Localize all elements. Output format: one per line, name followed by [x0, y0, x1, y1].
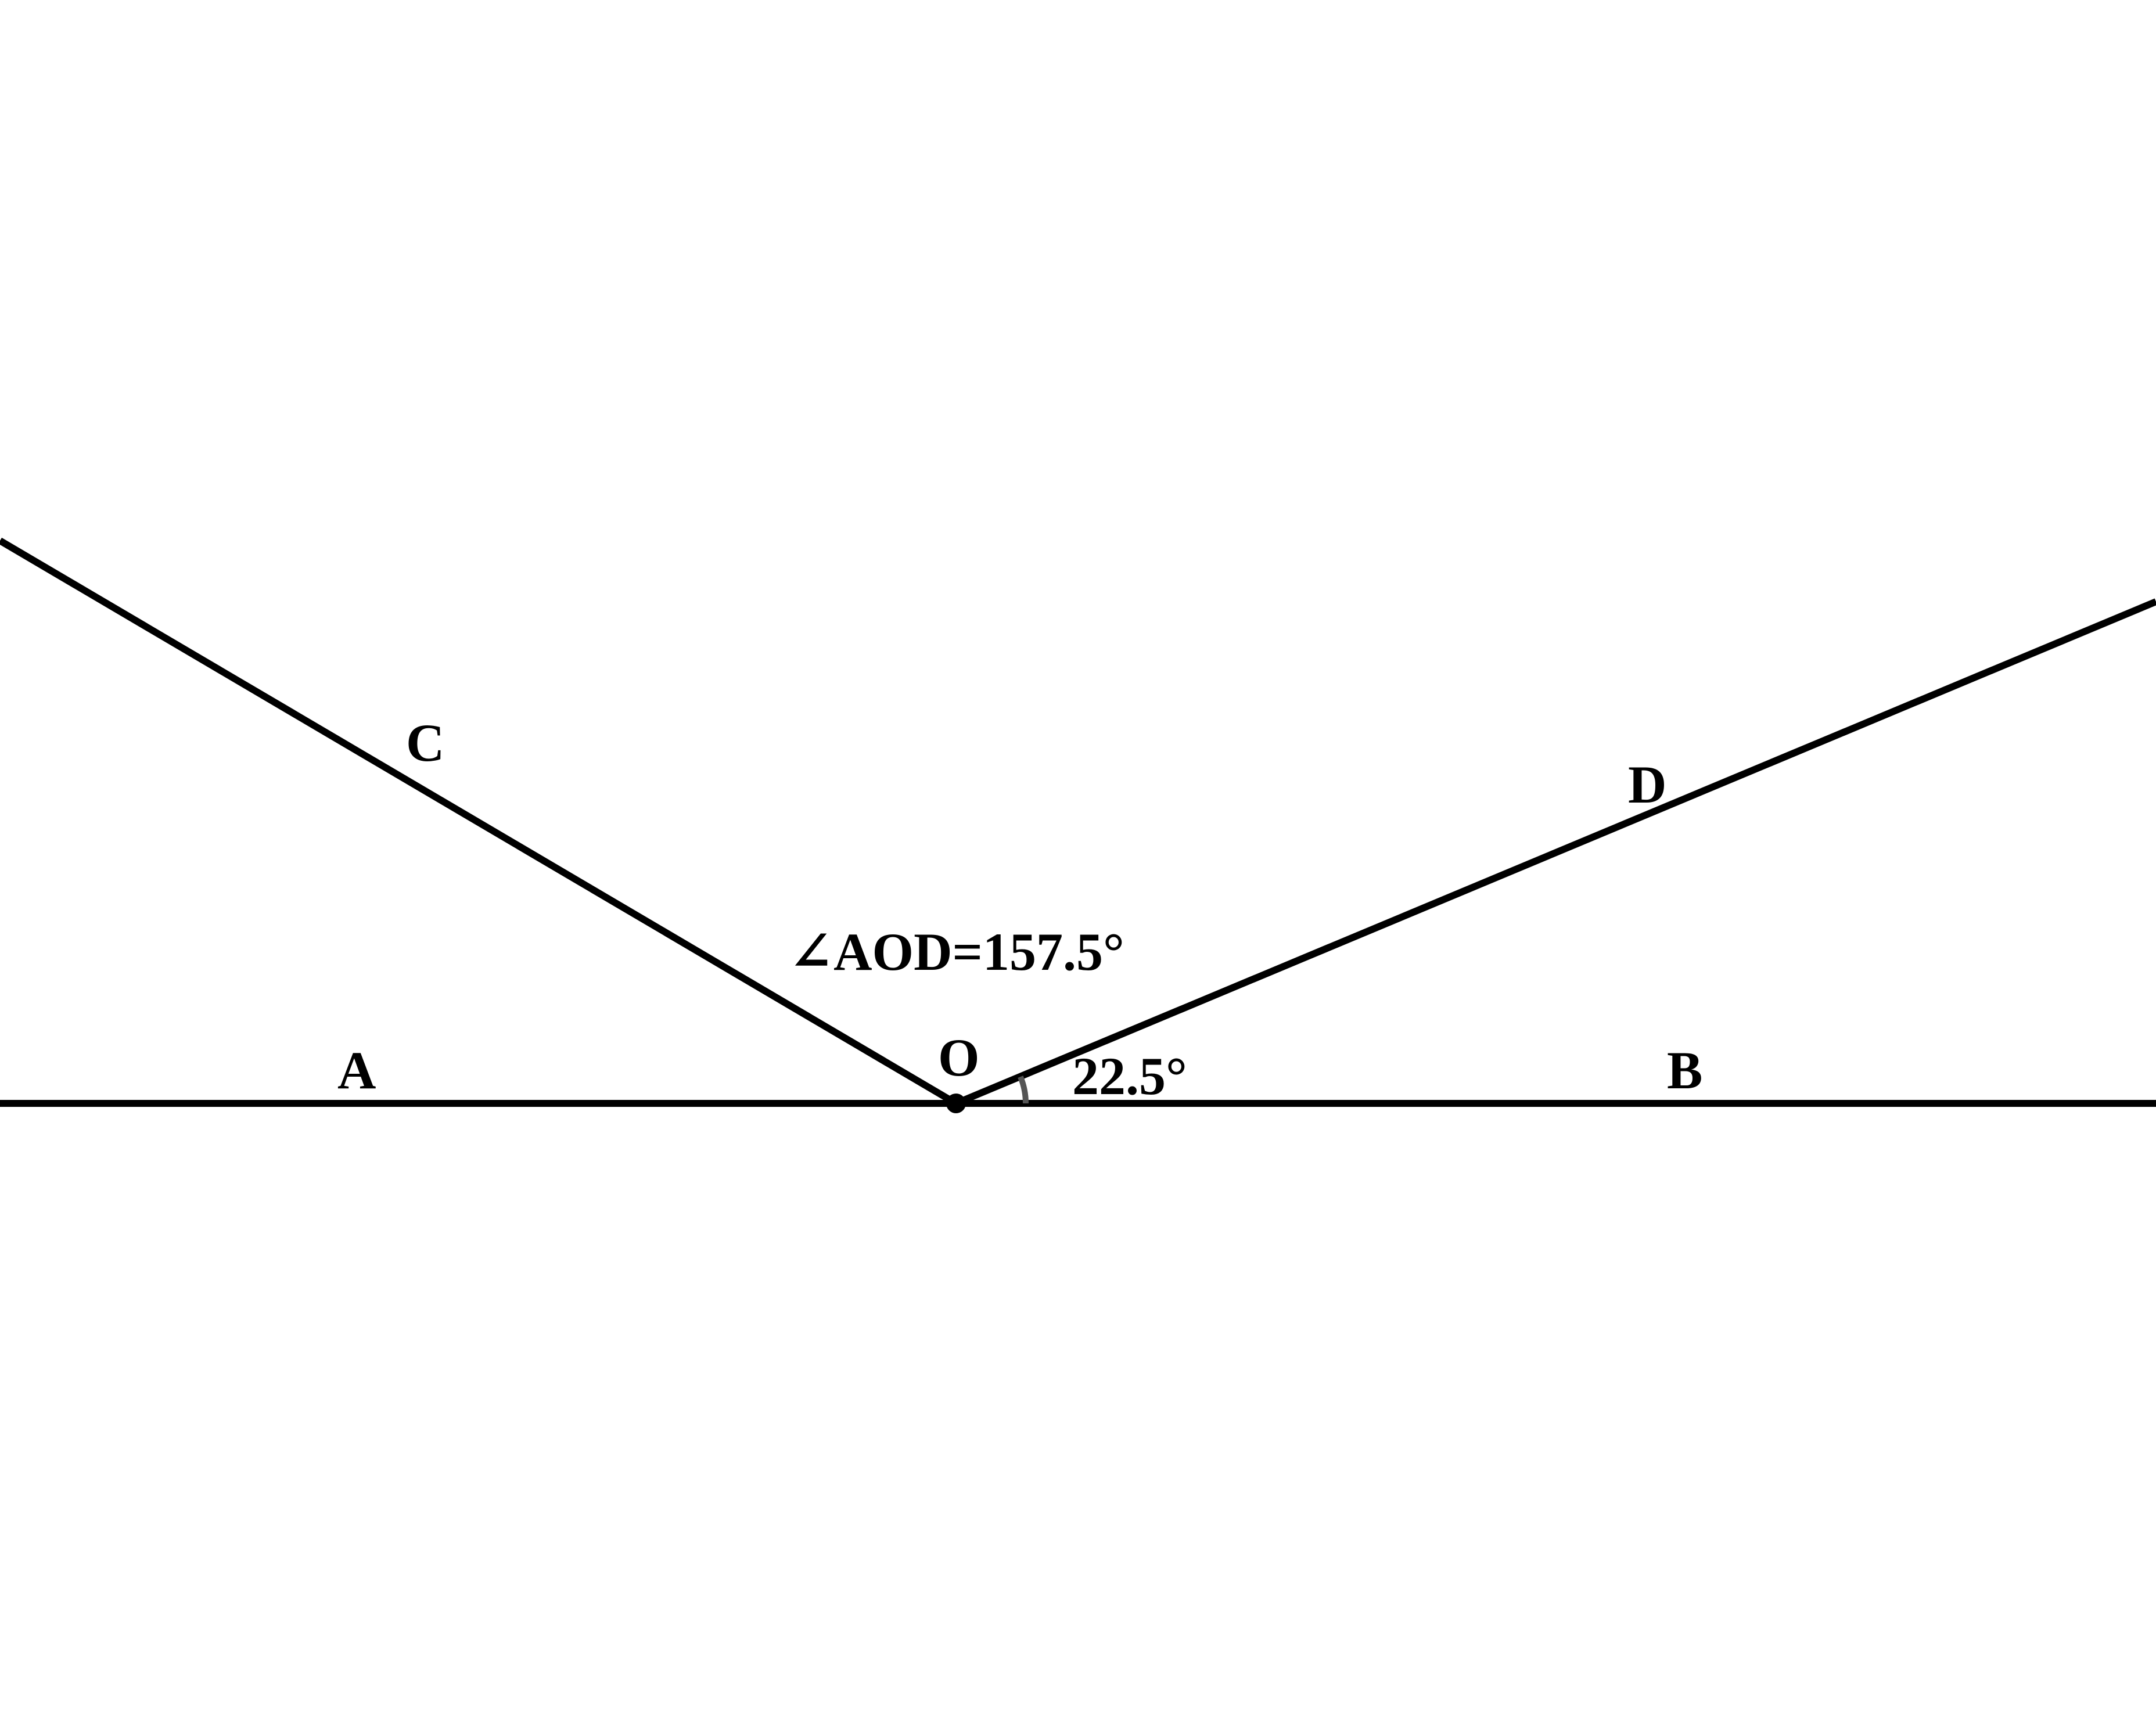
- ray-od: [954, 598, 2156, 1107]
- label-point-c: C: [406, 713, 444, 772]
- ray-oc: [0, 537, 958, 1107]
- label-point-o: O: [938, 1028, 980, 1087]
- label-point-a: A: [337, 1041, 376, 1100]
- label-point-d: D: [1628, 755, 1666, 814]
- label-angle-aod: ∠AOD=157.5°: [789, 922, 1124, 981]
- label-point-b: B: [1667, 1041, 1702, 1100]
- vertex-o-point: [946, 1094, 966, 1113]
- angle-arc-dob: [1018, 1076, 1029, 1104]
- label-angle-dob: 22.5°: [1072, 1046, 1187, 1106]
